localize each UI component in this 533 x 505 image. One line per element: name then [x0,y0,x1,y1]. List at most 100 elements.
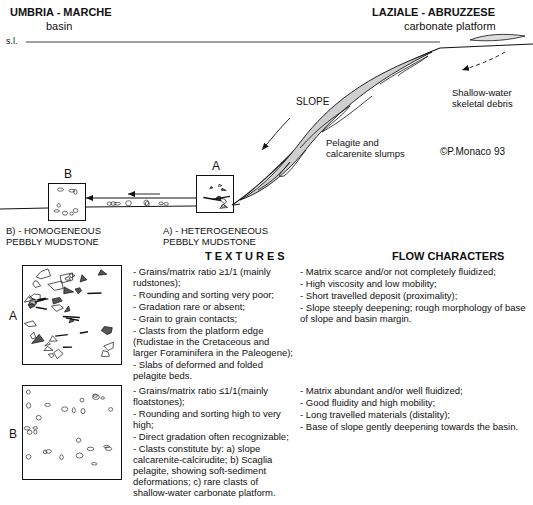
clast-mark [54,349,63,358]
bullet-text: - Clasts from the platform edge (Rudista… [133,325,295,358]
slope-arrow [262,118,290,150]
clast-mark [101,397,105,399]
clast-mark [220,205,228,209]
clast-mark [87,447,94,450]
clast-mark [219,184,222,186]
slump-lens [240,52,432,200]
clast-mark [144,200,149,205]
bullet-text: - High viscosity and low mobility; [300,278,528,289]
clast-mark [46,450,52,454]
bullet-text: - Long travelled materials (distality); [300,409,528,420]
clast-mark [60,455,64,460]
clast-mark [98,270,107,276]
sample-letter: A [212,160,220,172]
clast-mark [26,455,31,460]
clast-mark [34,430,37,434]
clast-mark [101,351,109,357]
clast-mark [64,287,74,294]
clast-mark [24,427,30,430]
clast-mark [33,281,41,288]
region-title: UMBRIA - MARCHE [10,6,112,19]
clast-mark [210,187,213,189]
clast-mark [36,415,41,420]
clast-mark [57,188,63,191]
clast-mark [76,453,83,458]
clast-mark [76,438,80,442]
clast-mark [80,275,87,282]
sea-level-label: s.l. [6,36,18,46]
bullet-text: - Slabs of deformed and folded pelagite … [133,359,295,381]
fold-line [258,150,306,190]
clast-mark [63,346,72,347]
clast-mark [104,445,110,447]
clast-mark [36,269,50,279]
clast-mark [65,306,70,312]
clast-mark [55,335,68,336]
clast-mark [45,342,51,345]
slope-profile [232,48,440,205]
clast-mark [54,210,60,212]
facies-label: A) - HETEROGENEOUS PEBBLY MUDSTONE [163,226,291,248]
clast-mark [33,427,38,430]
clast-mark [65,277,70,281]
texture-box: B [22,385,122,480]
region-title: LAZIALE - ABRUZZESE [372,6,495,19]
clast-mark [73,209,78,213]
clast-mark [126,201,132,206]
bullet-text: - Grain to grain contacts; [133,313,295,324]
clast-mark [93,395,100,400]
clast-mark [44,346,53,350]
bullet-text: - Matrix abundant and/or well fluidized; [300,385,528,396]
clast-mark [32,334,44,343]
clast-mark [81,409,85,414]
clast-mark [63,316,80,317]
clast-mark [31,332,36,339]
clast-mark [70,212,73,215]
clast-mark [28,304,35,309]
bullet-text: - Grains/matrix ratio ≤1/1(mainly floats… [133,385,295,407]
sample-letter: A [9,310,17,322]
debris-arrow [462,52,505,70]
clast-mark [57,204,60,207]
clast-mark [75,288,82,294]
debris-lens [470,34,525,40]
clast-mark [104,342,114,350]
bullet-text: - Clasts constitute by: a) slope calcare… [133,443,295,498]
fold-line [380,56,428,84]
clast-mark [52,305,64,312]
texture-box: A [22,265,122,365]
bullet-text: - Rounding and sorting high to very high… [133,408,295,430]
sample-square: A [196,175,234,213]
clast-mark [27,403,31,408]
clast-mark [36,307,47,309]
clast-mark [39,299,48,300]
bullet-text: - Grains/matrix ratio ≥1/1 (mainly rudst… [133,266,295,288]
clast-mark [66,318,79,321]
clast-mark [109,408,113,412]
sea-level-line [26,42,440,43]
region-subtitle: carbonate platform [404,20,496,33]
bullet-text: - Short travelled deposit (proximality); [300,290,528,301]
clast-mark [159,202,163,205]
clast-mark [72,408,75,413]
bullet-text: - Direct gradation often recognizable; [133,431,295,442]
clast-mark [164,203,169,206]
column-header: TEXTURES [205,250,288,263]
clast-mark [45,403,51,406]
clast-mark [221,188,226,190]
clast-mark [48,354,53,358]
facies-label: B) - HOMOGENEOUS PEBBLY MUDSTONE [6,226,118,248]
sample-square: B [48,183,86,221]
clast-mark [62,211,67,215]
bullet-text: - Rounding and sorting very poor; [133,289,295,300]
clast-mark [27,430,32,434]
clast-mark [80,332,88,334]
bullet-text: - Matrix scarce and/or not completely fl… [300,266,528,277]
zone-label: SLOPE [296,96,329,108]
clast-mark [62,407,68,411]
feature-label: Pelagite and calcarenite slumps [326,138,426,160]
clast-mark [69,274,75,278]
bullet-text: - Good fluidity and high mobility; [300,397,528,408]
clast-mark [101,327,112,335]
